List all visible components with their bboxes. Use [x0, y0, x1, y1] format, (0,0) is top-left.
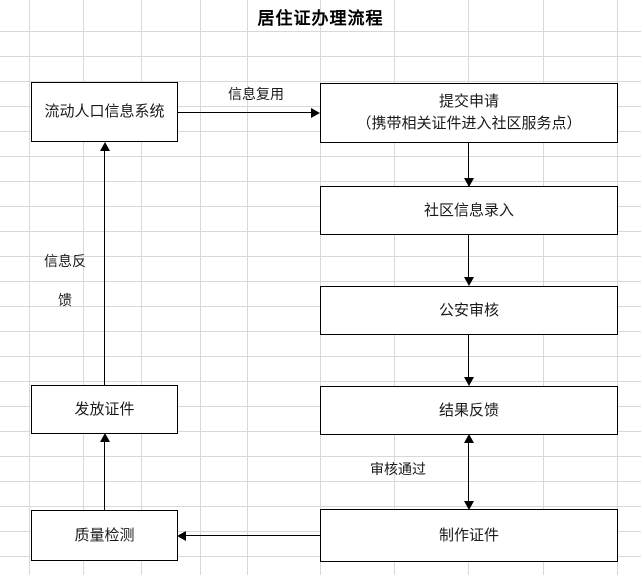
connector-submit-to-entry: [468, 143, 470, 187]
grid-line-horizontal: [0, 356, 641, 357]
node-make-certificate[interactable]: 制作证件: [320, 509, 618, 562]
grid-line-horizontal: [0, 381, 641, 382]
node-issue-certificate[interactable]: 发放证件: [31, 385, 178, 434]
arrowhead-down-icon: [464, 377, 474, 386]
grid-line-horizontal: [0, 56, 641, 57]
connector-review-to-feedback: [468, 335, 470, 380]
arrowhead-down-icon: [464, 277, 474, 286]
grid-line-horizontal: [0, 456, 641, 457]
grid-line-horizontal: [0, 181, 641, 182]
node-label: 制作证件: [438, 525, 499, 544]
arrowhead-up-icon: [100, 433, 110, 442]
node-label: 发放证件: [74, 399, 135, 418]
arrowhead-down-icon: [464, 178, 474, 187]
arrowhead-left-icon: [177, 531, 186, 541]
node-label-line2: （携带相关证件进入社区服务点）: [356, 114, 582, 132]
node-quality-inspection[interactable]: 质量检测: [31, 510, 178, 561]
arrowhead-up-icon: [464, 434, 474, 443]
arrowhead-down-icon: [464, 501, 474, 510]
node-label: 质量检测: [74, 525, 135, 544]
edge-label-review-passed: 审核通过: [370, 462, 426, 478]
connector-system-to-submit: [178, 112, 312, 114]
node-result-feedback[interactable]: 结果反馈: [320, 386, 618, 435]
grid-line-horizontal: [0, 156, 641, 157]
grid-line-horizontal: [0, 31, 641, 32]
node-label: 结果反馈: [438, 400, 499, 419]
node-police-review[interactable]: 公安审核: [320, 286, 618, 335]
node-submit-application[interactable]: 提交申请 （携带相关证件进入社区服务点）: [320, 83, 618, 143]
arrowhead-up-icon: [100, 142, 110, 151]
edge-label-info-feedback: 信息反 馈: [29, 233, 101, 331]
page-title: 居住证办理流程: [257, 9, 384, 29]
node-label: 流动人口信息系统: [44, 102, 165, 121]
connector-make-to-quality: [184, 535, 320, 537]
node-label: 社区信息录入: [423, 200, 514, 219]
node-community-data-entry[interactable]: 社区信息录入: [320, 186, 618, 235]
node-label: 公安审核: [438, 300, 499, 319]
node-label-line1: 提交申请: [438, 92, 499, 111]
edge-label-info-feedback-line2: 馈: [58, 292, 72, 309]
connector-quality-to-issue: [104, 441, 106, 510]
arrowhead-right-icon: [311, 108, 320, 118]
grid-line-horizontal: [0, 506, 641, 507]
edge-label-info-reuse: 信息复用: [228, 87, 284, 103]
connector-issue-to-system: [104, 150, 106, 385]
connector-entry-to-review: [468, 235, 470, 280]
node-floating-population-system[interactable]: 流动人口信息系统: [31, 82, 178, 142]
grid-line-horizontal: [0, 481, 641, 482]
connector-feedback-to-make: [468, 436, 470, 507]
edge-label-info-feedback-line1: 信息反: [44, 253, 86, 270]
